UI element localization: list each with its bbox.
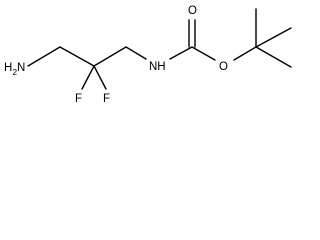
- fluorine-label-2: F: [103, 93, 110, 105]
- bond-c1-c2: [59, 46, 95, 67]
- amine-n: N: [17, 62, 25, 74]
- bond-c5-methyl-right: [255, 27, 292, 48]
- bond-c4-o-ester: [191, 46, 216, 61]
- fluorine-label-1: F: [75, 93, 82, 105]
- carbonyl-oxygen-label: O: [188, 5, 197, 17]
- bond-c3-nh: [125, 46, 147, 60]
- amine-h-subscript: 2: [12, 67, 17, 77]
- structure-diagram: H2N F F NH O O: [4, 5, 292, 105]
- amine-label: H2N: [4, 62, 25, 77]
- bond-o-c5: [233, 46, 257, 61]
- bond-c5-methyl-bottom: [255, 46, 292, 68]
- bond-n-c1: [27, 46, 61, 67]
- bond-nh-c4: [169, 46, 193, 60]
- atom-label-layer: H2N F F NH O O: [4, 5, 228, 105]
- nh-label: NH: [149, 61, 166, 73]
- bond-c2-f1: [81, 65, 95, 90]
- bond-c2-f2: [93, 65, 107, 90]
- bond-layer: [27, 8, 292, 90]
- bond-c2-c3: [93, 46, 127, 67]
- ester-oxygen-label: O: [219, 61, 228, 73]
- amine-h: H: [4, 62, 12, 74]
